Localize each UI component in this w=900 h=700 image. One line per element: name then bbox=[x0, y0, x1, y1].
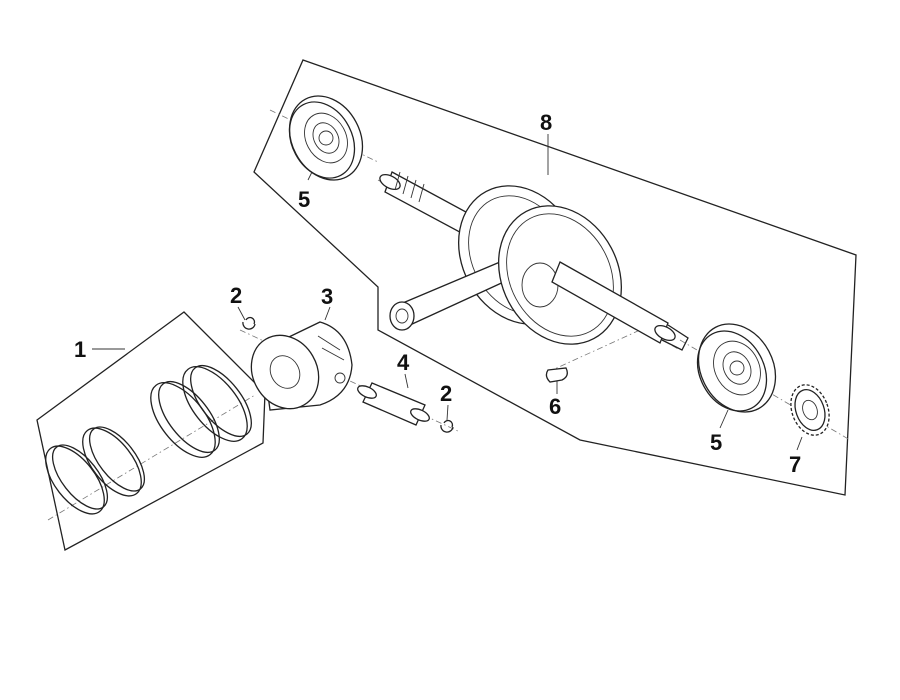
callout-piston: 3 bbox=[321, 284, 334, 309]
callout-circlip-right: 2 bbox=[440, 381, 453, 406]
circlip-left-shape bbox=[242, 316, 256, 330]
callout-woodruff-key: 6 bbox=[549, 394, 562, 419]
piston-rings-group-frame bbox=[36, 311, 266, 551]
bearing-upper-shape bbox=[288, 95, 364, 181]
axis-lines bbox=[47, 109, 851, 521]
piston-shape bbox=[250, 321, 353, 411]
circlip-right-shape bbox=[440, 419, 454, 433]
crankshaft-group-frame bbox=[253, 59, 857, 496]
callout-bearing-upper: 5 bbox=[298, 187, 311, 212]
sprocket-shape bbox=[790, 384, 830, 436]
leader-lines bbox=[92, 134, 803, 451]
callout-bearing-lower: 5 bbox=[710, 430, 723, 455]
piston-pin-shape bbox=[357, 382, 430, 426]
piston-ring-set bbox=[45, 365, 252, 515]
bearing-lower-shape bbox=[696, 323, 777, 413]
callout-piston-pin: 4 bbox=[397, 350, 410, 375]
callout-sprocket: 7 bbox=[789, 452, 802, 477]
callout-circlip-left: 2 bbox=[230, 283, 243, 308]
callout-crankshaft: 8 bbox=[540, 110, 553, 135]
callout-piston-rings: 1 bbox=[74, 337, 87, 362]
woodruff-key-shape bbox=[545, 367, 568, 383]
crankshaft-shape bbox=[379, 171, 689, 351]
